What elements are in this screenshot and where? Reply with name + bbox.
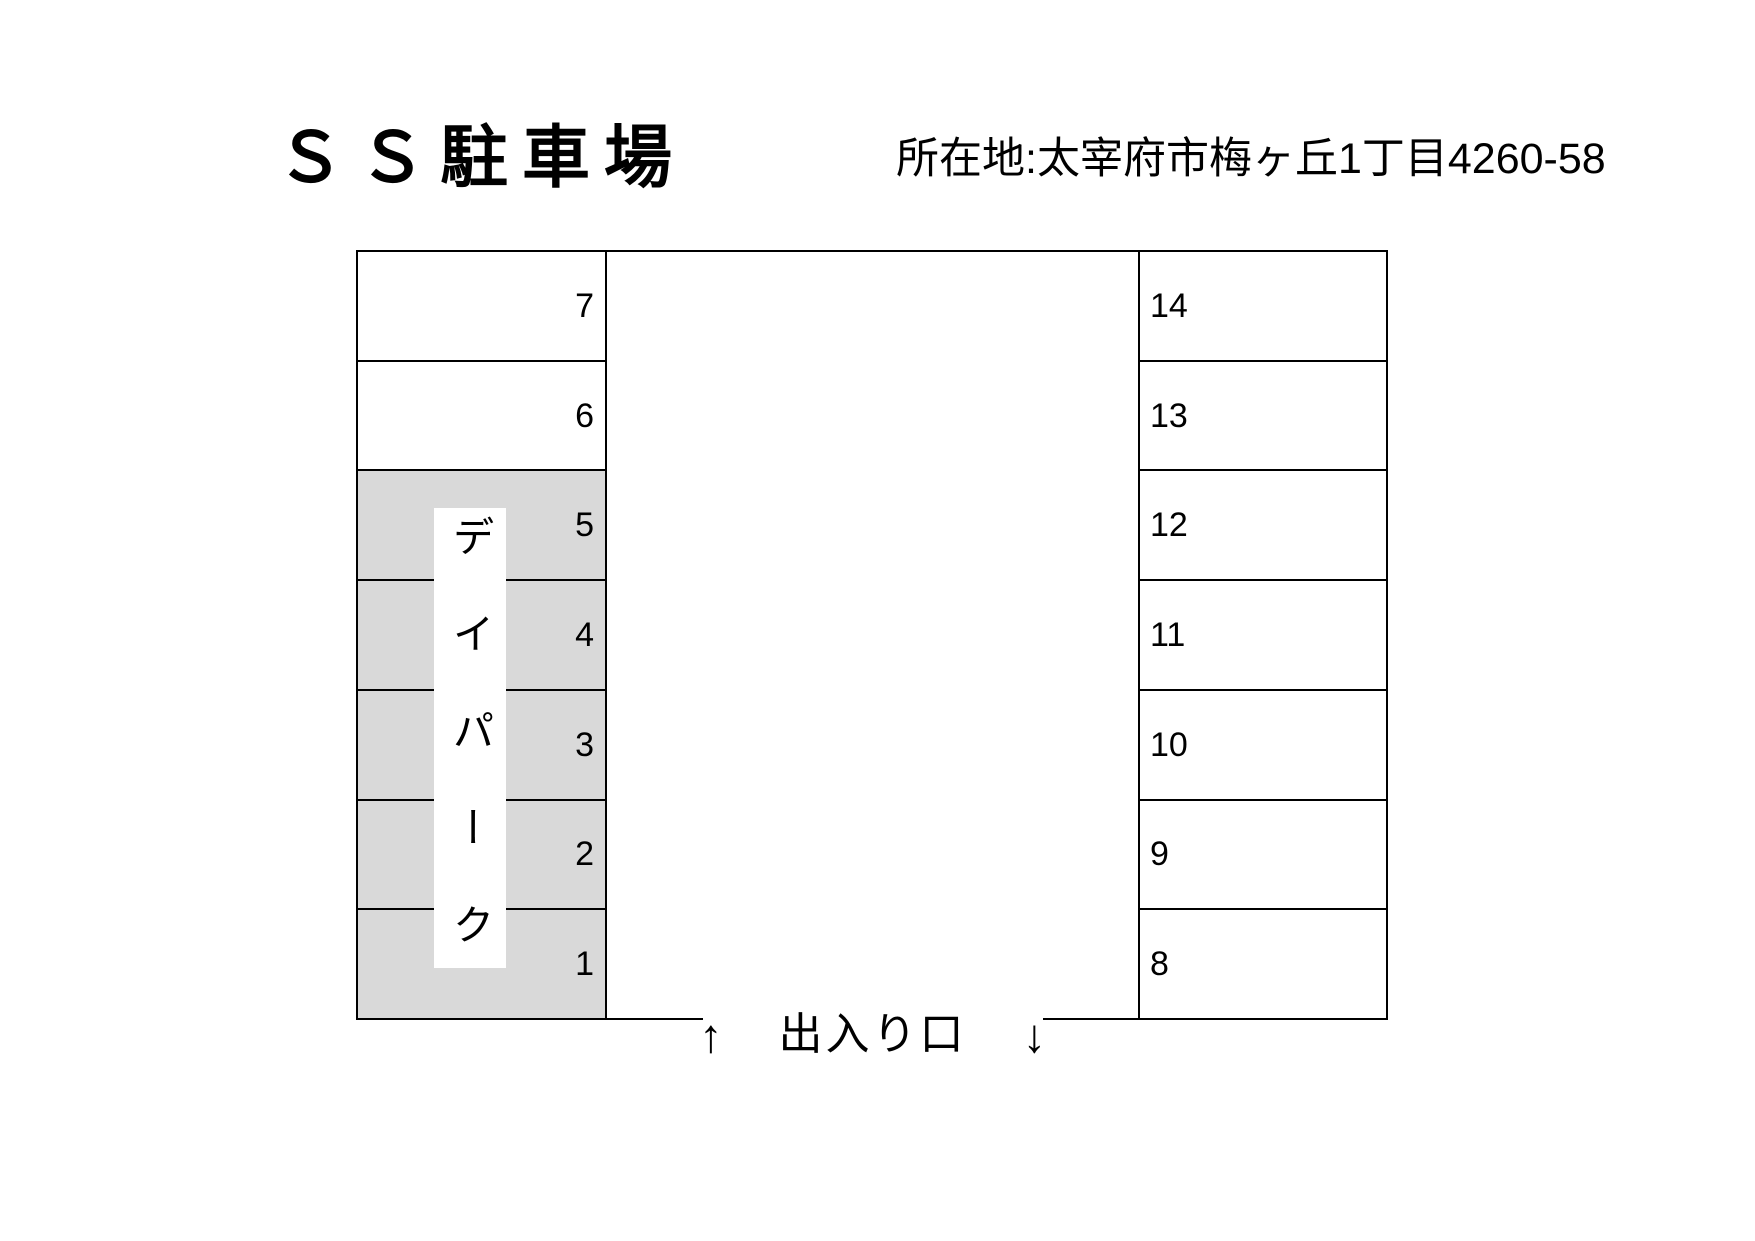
space-9: 9 xyxy=(1140,801,1386,911)
down-arrow-icon: ↓ xyxy=(1022,1008,1047,1062)
space-7: 7 xyxy=(358,252,605,362)
bottom-right-boundary-line xyxy=(1043,1018,1138,1020)
day-park-overlay: デイパーク xyxy=(434,508,506,968)
space-12: 12 xyxy=(1140,471,1386,582)
space-number: 13 xyxy=(1150,396,1188,435)
entrance-exit-marker: ↑ 出入り口 ↓ xyxy=(607,1006,1138,1064)
space-13: 13 xyxy=(1140,362,1386,472)
space-number: 11 xyxy=(1150,616,1186,655)
space-number: 3 xyxy=(575,725,594,764)
space-number: 14 xyxy=(1150,286,1188,325)
space-number: 8 xyxy=(1150,945,1169,984)
up-arrow-icon: ↑ xyxy=(699,1008,723,1062)
space-number: 7 xyxy=(575,286,594,325)
space-number: 9 xyxy=(1150,835,1169,874)
entrance-exit-label: 出入り口 xyxy=(778,1010,967,1059)
address-label: 所在地:太宰府市梅ヶ丘1丁目4260-58 xyxy=(896,135,1606,183)
page-title: ＳＳ駐車場 xyxy=(276,120,687,196)
space-number: 10 xyxy=(1150,725,1188,764)
day-park-label: デイパーク xyxy=(447,515,494,968)
space-11: 11 xyxy=(1140,581,1386,691)
space-14: 14 xyxy=(1140,252,1386,362)
space-10: 10 xyxy=(1140,691,1386,801)
space-number: 4 xyxy=(575,616,594,655)
bottom-left-boundary-line xyxy=(607,1018,703,1020)
space-6: 6 xyxy=(358,362,605,472)
space-number: 1 xyxy=(575,945,594,984)
space-number: 2 xyxy=(575,835,594,874)
space-number: 12 xyxy=(1150,506,1188,545)
space-8: 8 xyxy=(1140,910,1386,1018)
right-stall-column: 14 13 12 11 10 9 8 xyxy=(1138,250,1388,1020)
top-boundary-line xyxy=(607,250,1138,252)
space-number: 5 xyxy=(575,506,594,545)
space-number: 6 xyxy=(575,396,594,435)
